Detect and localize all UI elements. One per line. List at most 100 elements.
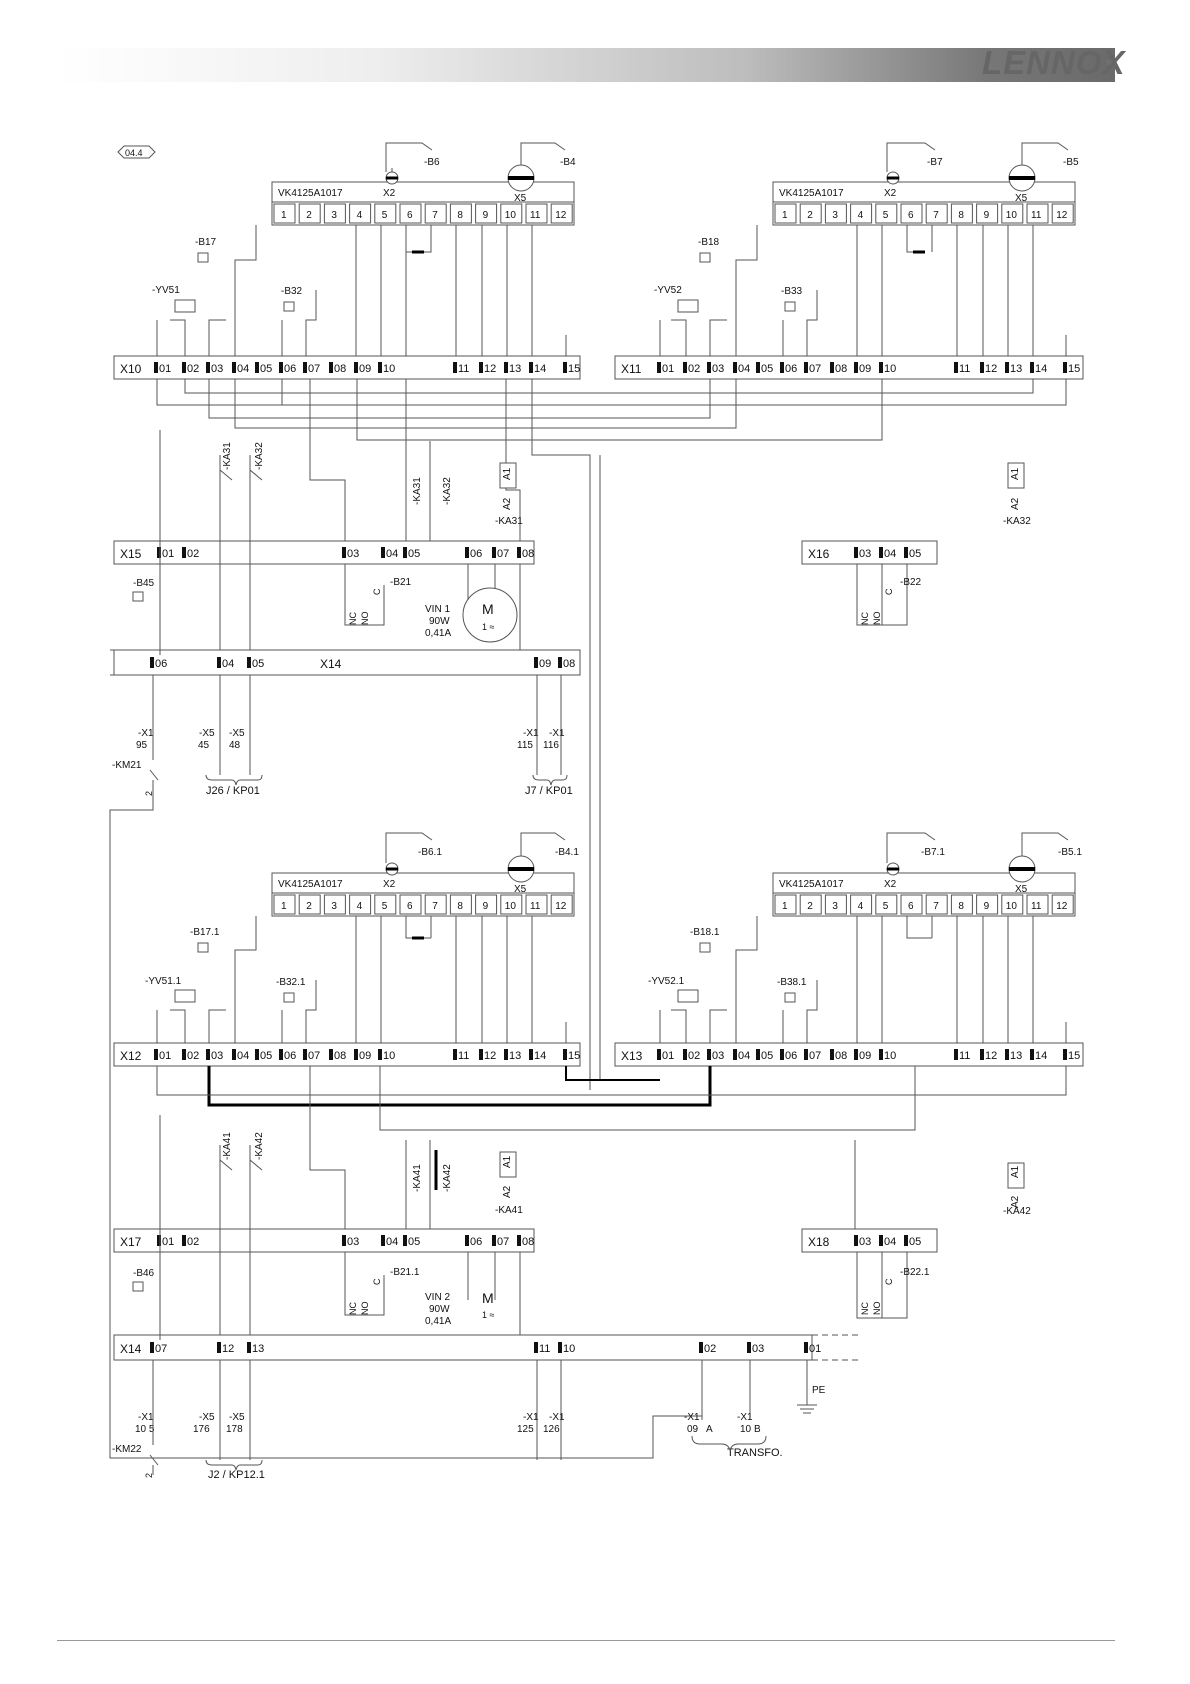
svg-text:-B18: -B18: [698, 237, 720, 248]
terminal-marker: [206, 1049, 210, 1060]
svg-text:0,41A: 0,41A: [425, 1316, 451, 1327]
svg-text:-KA41: -KA41: [495, 1205, 523, 1216]
device-pin-cell: [824, 894, 847, 915]
terminal-number: 10: [884, 363, 896, 375]
svg-text:10 5: 10 5: [135, 1424, 155, 1435]
device-pin-cell: [273, 203, 296, 224]
terminal-number: 05: [260, 363, 272, 375]
device-pin-label: 11: [1031, 901, 1042, 912]
terminal-marker: [904, 1235, 908, 1246]
svg-text:-KA32: -KA32: [442, 477, 453, 505]
svg-text:-KA31: -KA31: [412, 477, 423, 505]
terminal-number: 11: [959, 1050, 970, 1062]
svg-text:-B46: -B46: [133, 1268, 155, 1279]
svg-text:-YV52: -YV52: [654, 285, 682, 296]
terminal-marker: [563, 362, 567, 373]
terminal-marker: [150, 657, 154, 668]
svg-text:-B45: -B45: [133, 578, 155, 589]
device-pin-cell: [500, 203, 523, 224]
terminal-number: 04: [738, 363, 750, 375]
svg-text:-X5: -X5: [199, 1412, 215, 1423]
terminal-marker: [154, 362, 158, 373]
terminal-number: 07: [308, 363, 320, 375]
device-pin-label: 2: [306, 901, 312, 912]
svg-text:-X1: -X1: [684, 1412, 700, 1423]
svg-text:NO: NO: [872, 1302, 882, 1316]
terminal-marker: [1030, 362, 1034, 373]
device-pin-label: 3: [832, 901, 838, 912]
sensor-b6-1: -B6.1: [385, 832, 442, 876]
terminal-block-name: X14: [320, 657, 342, 671]
terminal-marker: [733, 362, 737, 373]
sensor-b4-1: -B4.1: [507, 832, 579, 883]
device-pin-label: 1: [281, 901, 287, 912]
terminal-block-name: X17: [120, 1235, 142, 1249]
terminal-number: 13: [509, 1050, 521, 1062]
sensor-b5: -B5: [1008, 142, 1079, 192]
footer-rule: [57, 1640, 1115, 1641]
device-pin-label: 9: [984, 210, 990, 221]
terminal-marker: [517, 1235, 521, 1246]
terminal-number: 02: [688, 1050, 700, 1062]
svg-text:J2 / KP12.1: J2 / KP12.1: [208, 1469, 265, 1481]
connectors-bottom: -X1 10 5 -X5 176 -X5 178 -X1 125 -X1 126…: [112, 1360, 753, 1481]
device-pin-label: 5: [883, 901, 889, 912]
terminal-number: 05: [761, 1050, 773, 1062]
terminal-marker: [683, 362, 687, 373]
svg-text:-B18.1: -B18.1: [690, 927, 720, 938]
terminal-number: 02: [187, 363, 199, 375]
svg-text:NC: NC: [348, 1302, 358, 1315]
device-pin-cell: [875, 894, 898, 915]
terminal-marker: [529, 362, 533, 373]
terminal-block-name: X11: [621, 362, 642, 376]
device-pin-cell: [449, 203, 472, 224]
device-pin-cell: [774, 894, 797, 915]
terminal-marker: [830, 362, 834, 373]
device-pin-label: 10: [505, 901, 517, 912]
device-pin-cell: [950, 203, 973, 224]
terminal-marker: [354, 1049, 358, 1060]
device-pin-label: 8: [457, 210, 463, 221]
device-pin-cell: [374, 894, 397, 915]
terminal-marker: [517, 547, 521, 558]
terminal-marker: [217, 657, 221, 668]
device-pin-label: 6: [407, 210, 413, 221]
svg-text:-B38.1: -B38.1: [777, 977, 807, 988]
terminal-number: 11: [539, 1343, 550, 1355]
device-pin-cell: [900, 203, 923, 224]
svg-text:176: 176: [193, 1424, 210, 1435]
terminal-marker: [504, 362, 508, 373]
terminal-number: 01: [162, 548, 174, 560]
terminal-number: 11: [458, 363, 469, 375]
device-pin-label: 3: [832, 210, 838, 221]
terminal-marker: [354, 362, 358, 373]
device-bottom-left: VK4125A1017 X2 X5: [271, 872, 575, 917]
terminal-number: 08: [835, 363, 847, 375]
svg-text:A2: A2: [1010, 497, 1021, 510]
svg-text:-B7.1: -B7.1: [921, 847, 945, 858]
svg-text:1 ≈: 1 ≈: [482, 622, 495, 632]
device-pin-label: 4: [858, 210, 864, 221]
terminal-number: 03: [347, 548, 359, 560]
svg-text:125: 125: [517, 1424, 534, 1435]
svg-text:90W: 90W: [429, 616, 450, 627]
terminal-marker: [904, 547, 908, 558]
terminal-marker: [453, 362, 457, 373]
terminal-marker: [1063, 362, 1067, 373]
device-pin-label: 5: [883, 210, 889, 221]
svg-text:95: 95: [136, 740, 148, 751]
terminal-marker: [279, 362, 283, 373]
terminal-marker: [378, 1049, 382, 1060]
terminal-number: 11: [959, 363, 970, 375]
terminal-block-x15: [113, 540, 535, 565]
device-pin-cell: [1051, 203, 1074, 224]
terminal-block-name: X16: [808, 547, 830, 561]
terminal-marker: [747, 1342, 751, 1353]
device-pin-label: 12: [1056, 901, 1068, 912]
terminal-marker: [529, 1049, 533, 1060]
terminal-number: 02: [688, 363, 700, 375]
terminal-block-x17: [113, 1228, 535, 1253]
svg-text:M: M: [482, 601, 494, 617]
terminal-marker: [534, 1342, 538, 1353]
